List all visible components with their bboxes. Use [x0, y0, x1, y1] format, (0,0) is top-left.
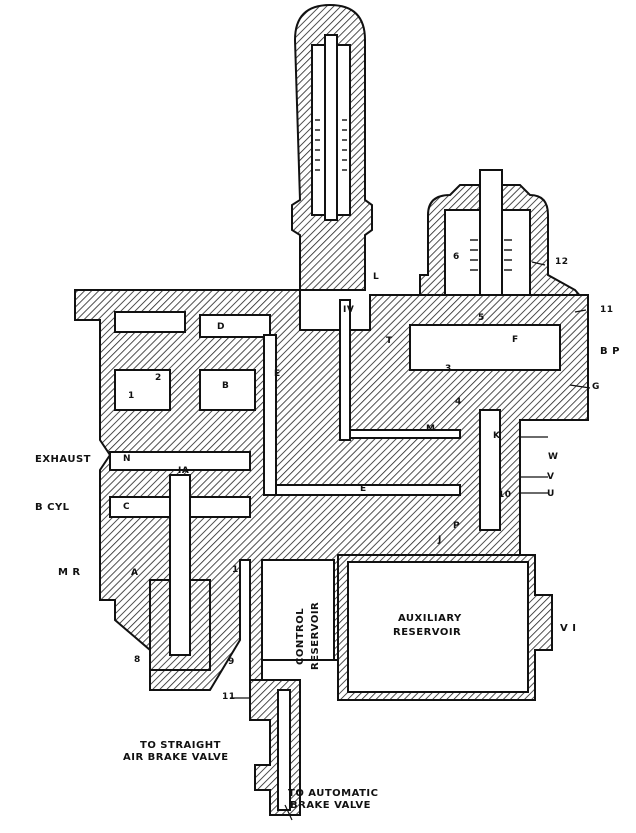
callout-P: P [453, 521, 461, 531]
automatic-label-line1: TO AUTOMATIC [288, 788, 379, 799]
callout-F: F [512, 335, 519, 345]
callout-9: 9 [228, 657, 235, 667]
callout-E: E [274, 369, 281, 379]
passage-T [339, 299, 351, 441]
control-reservoir [261, 559, 335, 661]
callout-M: M [426, 424, 436, 434]
callout-1-lower: 1 [232, 565, 239, 575]
callout-A: A [131, 568, 139, 578]
chamber-exhaust-N [109, 451, 251, 471]
callout-W: W [548, 452, 559, 462]
callout-J: J [438, 535, 442, 545]
control-reservoir-label-line1: CONTROL [295, 607, 306, 665]
callout-U: U [547, 489, 555, 499]
callout-4: 4 [455, 397, 462, 407]
chamber-B [199, 369, 256, 411]
callout-E-lower: E [360, 484, 367, 494]
callout-6: 6 [453, 252, 460, 262]
callout-D: D [217, 322, 225, 332]
callout-10: 10 [498, 490, 512, 500]
top-spring-stem [324, 34, 338, 221]
auxiliary-reservoir-label-line1: AUXILIARY [398, 613, 462, 624]
callout-2: 2 [155, 373, 162, 383]
callout-5: 5 [478, 313, 485, 323]
callout-12: 12 [555, 257, 569, 267]
passage-E [263, 334, 277, 496]
callout-C: C [123, 502, 131, 512]
port-label-brake-pipe: B P [600, 346, 620, 357]
callout-1A: IA [178, 466, 190, 476]
port-label-exhaust: EXHAUST [35, 454, 91, 465]
callout-V: V [547, 472, 555, 482]
callout-8: 8 [134, 655, 141, 665]
callout-3: 3 [445, 364, 452, 374]
auxiliary-reservoir-label-line2: RESERVOIR [393, 627, 462, 638]
port-label-brake-cylinder: B CYL [35, 502, 70, 513]
outlet-bore [277, 689, 291, 811]
callout-11-top: 11 [600, 305, 614, 315]
callout-G: G [592, 382, 600, 392]
auxiliary-reservoir [347, 561, 529, 693]
vertical-passage-K [479, 409, 501, 531]
callout-L: L [373, 272, 380, 282]
callout-1: 1 [128, 391, 135, 401]
callout-IV: IV [343, 305, 355, 315]
callout-11-bottom: 11 [222, 692, 236, 702]
leader-lines [230, 261, 591, 821]
chamber-upper-left [114, 311, 186, 333]
callout-N: N [123, 454, 132, 464]
dome-stem [479, 169, 503, 311]
passage-M [349, 429, 461, 439]
chamber-D [199, 314, 271, 338]
chamber-F [409, 324, 561, 371]
straight-air-label-line2: AIR BRAKE VALVE [123, 752, 229, 763]
spring-coils [315, 119, 512, 271]
callout-K: K [493, 431, 501, 441]
port-label-vent: V I [560, 623, 577, 634]
chamber-2 [114, 369, 171, 411]
automatic-label-line2: BRAKE VALVE [290, 800, 371, 811]
passage-E-horiz [275, 484, 461, 496]
lower-valve-stem [169, 474, 191, 656]
callout-B: B [222, 381, 230, 391]
control-reservoir-label-line2: RESERVOIR [310, 601, 321, 670]
straight-air-label-line1: TO STRAIGHT [140, 740, 221, 751]
callout-T: T [386, 336, 393, 346]
port-label-main-reservoir: M R [58, 567, 81, 578]
